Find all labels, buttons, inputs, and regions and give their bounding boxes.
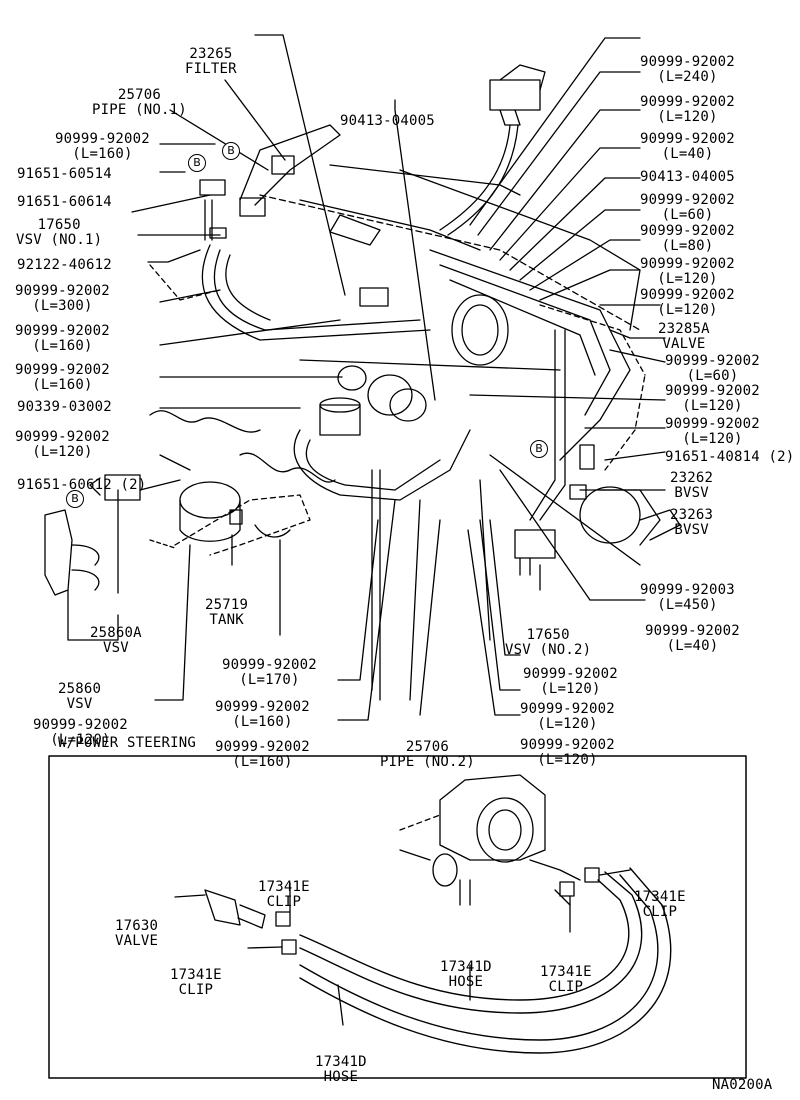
label-hose-l160: 90999-92002(L=160)	[55, 131, 150, 162]
label-hose-l300: 90999-92002(L=300)	[15, 283, 110, 314]
label-hose-l160-d: 90999-92002(L=160)	[215, 699, 310, 730]
leader-r-l240	[469, 37, 641, 226]
leader-r-l40	[489, 109, 641, 251]
leader-25860	[67, 589, 119, 641]
leader-hose-l300	[147, 249, 201, 263]
leader-r-l120-c	[539, 269, 641, 301]
reference-bubble: B	[66, 490, 84, 508]
label-r-l450: 90999-92003(L=450)	[640, 582, 735, 613]
label-r-l40-b: 90999-92002(L=40)	[645, 623, 740, 654]
label-r-l240: 90999-92002(L=240)	[640, 54, 735, 85]
leader-pipe-no2	[419, 519, 441, 716]
label-clamp-91651-60612: 91651-60612 (2)	[17, 477, 147, 493]
diagram-code: NA0200A	[712, 1077, 773, 1093]
leader-60612	[159, 454, 191, 471]
label-hose-l160-b: 90999-92002(L=160)	[15, 323, 110, 354]
label-r-l80: 90999-92002(L=80)	[640, 223, 735, 254]
label-hose-l120-left: 90999-92002(L=120)	[15, 429, 110, 460]
leader-r-l120-b	[529, 239, 641, 291]
label-r-l120-c: 90999-92002(L=120)	[640, 287, 735, 318]
label-r-91651-40814: 91651-40814 (2)	[665, 449, 795, 465]
label-part-90339: 90339-03002	[17, 399, 112, 415]
label-hose-l120-b3: 90999-92002(L=120)	[520, 737, 615, 768]
reference-bubble: B	[222, 142, 240, 160]
label-hose-l120-lower: 90999-92002(L=120)	[33, 717, 128, 748]
leader-r-l120-d	[609, 349, 666, 363]
label-r-l120-b: 90999-92002(L=120)	[640, 256, 735, 287]
label-r-l60: 90999-92002(L=60)	[640, 192, 735, 223]
label-r-l120-e: 90999-92002(L=120)	[665, 416, 760, 447]
label-plug-92122: 92122-40612	[17, 257, 112, 273]
label-hose-l160-e: 90999-92002(L=160)	[215, 739, 310, 770]
leader-r-l60b	[609, 329, 666, 339]
label-r-l60-b: 90999-92002(L=60)	[665, 353, 760, 384]
leader-r-90413	[499, 147, 641, 261]
leader-l160-e	[337, 499, 396, 721]
leader-r-l120-e	[469, 394, 666, 401]
leader-r-l120-a	[477, 71, 641, 236]
leader-top-90413	[394, 99, 436, 401]
reference-bubble: B	[188, 154, 206, 172]
leader-r-l60	[509, 177, 641, 271]
section-heading: W/POWER STEERING	[58, 735, 197, 751]
label-90413-top: 90413-04005	[340, 113, 435, 129]
leader-hose-l160-a	[169, 109, 269, 171]
leader-pipe-no1	[224, 79, 286, 161]
label-r-l120-a: 90999-92002(L=120)	[640, 94, 735, 125]
leader-vsv-no1	[131, 194, 211, 213]
label-r-l40: 90999-92002(L=40)	[640, 131, 735, 162]
leader-r-l450	[489, 454, 641, 566]
leader-hose-l160-b	[159, 289, 221, 303]
leader-hose-l120-lower	[154, 544, 191, 701]
leader-hose-l160-c	[159, 319, 341, 346]
label-hose-l120-b1: 90999-92002(L=120)	[523, 666, 618, 697]
label-hose-l120-b2: 90999-92002(L=120)	[520, 701, 615, 732]
label-r-90413: 90413-04005	[640, 169, 735, 185]
label-r-l120-d: 90999-92002(L=120)	[665, 383, 760, 414]
leader-r-l40b	[499, 469, 646, 601]
leader-b1	[489, 519, 521, 656]
leader-b3	[467, 529, 521, 716]
leader-filter	[254, 34, 346, 296]
label-clamp-91651-60514: 91651-60514	[17, 166, 112, 182]
reference-bubble: B	[530, 440, 548, 458]
leader-r-23262	[604, 451, 666, 461]
label-hose-l160-c: 90999-92002(L=160)	[15, 362, 110, 393]
leader-r-l80	[519, 209, 641, 281]
label-hose-l170: 90999-92002(L=170)	[222, 657, 317, 688]
label-clamp-91651-60614: 91651-60614	[17, 194, 112, 210]
